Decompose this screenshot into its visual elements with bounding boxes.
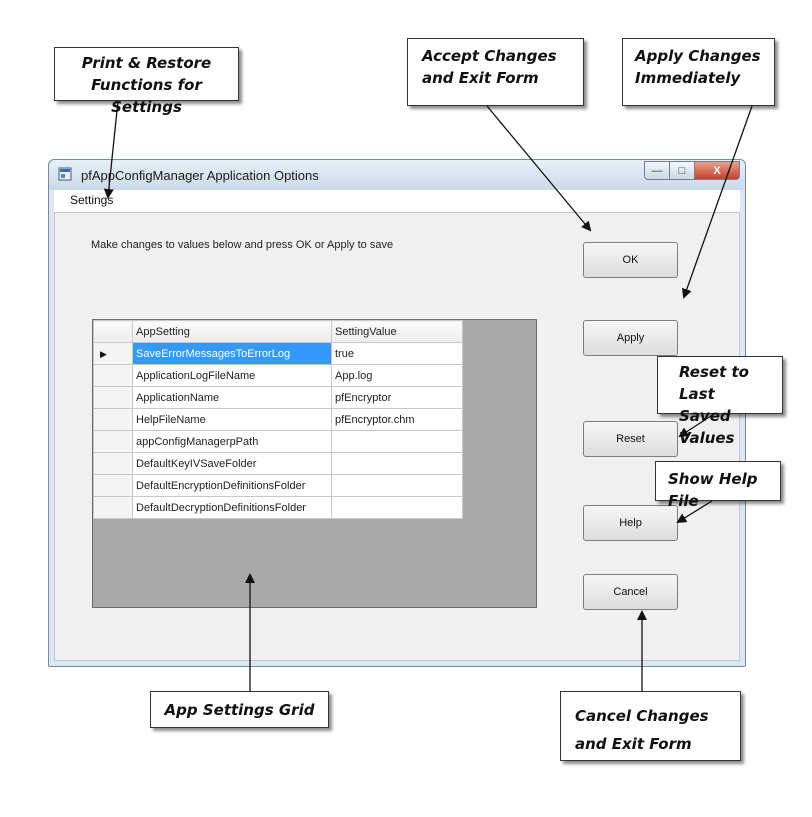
table-row[interactable]: DefaultKeyIVSaveFolder — [93, 452, 463, 475]
grid-header-row: AppSetting SettingValue — [93, 320, 463, 343]
app-settings-grid[interactable]: AppSetting SettingValue ▶ SaveErrorMessa… — [92, 319, 537, 608]
app-icon — [58, 167, 72, 181]
ok-button[interactable]: OK — [583, 242, 678, 278]
menu-bar: Settings — [54, 190, 740, 212]
minimize-button[interactable]: — — [644, 161, 670, 180]
callout-reset: Reset to Last Saved Values — [657, 356, 783, 447]
apply-button[interactable]: Apply — [583, 320, 678, 356]
table-row[interactable]: ApplicationLogFileName App.log — [93, 364, 463, 387]
callout-accept-line2: and Exit Form — [422, 69, 539, 87]
row-header[interactable] — [93, 496, 133, 519]
cell-value[interactable] — [331, 430, 463, 453]
callout-apply-changes: Apply Changes Immediately — [622, 38, 775, 106]
table-row[interactable]: appConfigManagerpPath — [93, 430, 463, 453]
table-row[interactable]: ApplicationName pfEncryptor — [93, 386, 463, 409]
row-header[interactable] — [93, 386, 133, 409]
current-row-icon: ▶ — [100, 348, 107, 359]
table-row[interactable]: DefaultEncryptionDefinitionsFolder — [93, 474, 463, 497]
cell-setting[interactable]: ApplicationName — [132, 386, 332, 409]
callout-cancel-line2: and Exit Form — [575, 735, 692, 753]
row-header-corner — [93, 320, 133, 343]
table-row[interactable]: HelpFileName pfEncryptor.chm — [93, 408, 463, 431]
callout-accept-changes: Accept Changes and Exit Form — [407, 38, 584, 106]
row-header[interactable] — [93, 430, 133, 453]
cell-setting[interactable]: appConfigManagerpPath — [132, 430, 332, 453]
callout-apply-line1: Apply Changes — [635, 47, 761, 65]
window-controls: — □ X — [644, 161, 740, 181]
cell-setting[interactable]: ApplicationLogFileName — [132, 364, 332, 387]
cell-setting[interactable]: DefaultEncryptionDefinitionsFolder — [132, 474, 332, 497]
callout-accept-line1: Accept Changes — [422, 47, 557, 65]
window-title: pfAppConfigManager Application Options — [81, 168, 319, 183]
cell-value[interactable] — [331, 474, 463, 497]
cell-setting[interactable]: SaveErrorMessagesToErrorLog — [132, 342, 332, 365]
row-header[interactable] — [93, 408, 133, 431]
close-button[interactable]: X — [695, 161, 740, 180]
cell-value[interactable]: true — [331, 342, 463, 365]
cell-setting[interactable]: DefaultKeyIVSaveFolder — [132, 452, 332, 475]
close-icon: X — [713, 164, 721, 177]
callout-cancel: Cancel Changes and Exit Form — [560, 691, 741, 761]
table-row[interactable]: ▶ SaveErrorMessagesToErrorLog true — [93, 342, 463, 365]
table-row[interactable]: DefaultDecryptionDefinitionsFolder — [93, 496, 463, 519]
callout-apply-line2: Immediately — [635, 69, 741, 87]
cell-setting[interactable]: DefaultDecryptionDefinitionsFolder — [132, 496, 332, 519]
callout-grid-text: App Settings Grid — [164, 701, 315, 719]
cell-value[interactable]: pfEncryptor.chm — [331, 408, 463, 431]
callout-help-text: Show Help File — [668, 470, 758, 510]
help-button[interactable]: Help — [583, 505, 678, 541]
client-area: Make changes to values below and press O… — [54, 212, 740, 661]
callout-cancel-line1: Cancel Changes — [575, 707, 709, 725]
instructions-text: Make changes to values below and press O… — [91, 239, 394, 251]
row-header[interactable] — [93, 364, 133, 387]
cell-value[interactable]: pfEncryptor — [331, 386, 463, 409]
row-header[interactable] — [93, 474, 133, 497]
menu-settings[interactable]: Settings — [70, 193, 114, 207]
callout-reset-line1: Reset to Last — [679, 363, 749, 403]
cell-value[interactable] — [331, 496, 463, 519]
settings-table: AppSetting SettingValue ▶ SaveErrorMessa… — [93, 320, 463, 519]
cell-value[interactable] — [331, 452, 463, 475]
callout-help: Show Help File — [655, 461, 781, 510]
minimize-icon: — — [651, 164, 663, 177]
row-header[interactable]: ▶ — [93, 342, 133, 365]
row-header[interactable] — [93, 452, 133, 475]
cancel-button[interactable]: Cancel — [583, 574, 678, 610]
callout-print-restore-line2: Functions for Settings — [91, 76, 202, 116]
cell-setting[interactable]: HelpFileName — [132, 408, 332, 431]
options-window: pfAppConfigManager Application Options —… — [48, 159, 746, 667]
callout-print-restore: Print & Restore Functions for Settings — [54, 47, 239, 116]
callout-print-restore-line1: Print & Restore — [81, 54, 212, 72]
maximize-icon: □ — [678, 164, 686, 177]
maximize-button[interactable]: □ — [670, 161, 695, 180]
callout-reset-line2: Saved Values — [679, 407, 735, 447]
cell-value[interactable]: App.log — [331, 364, 463, 387]
reset-button[interactable]: Reset — [583, 421, 678, 457]
column-header-settingvalue[interactable]: SettingValue — [331, 320, 463, 343]
callout-grid: App Settings Grid — [150, 691, 329, 728]
title-bar[interactable]: pfAppConfigManager Application Options —… — [49, 160, 745, 190]
column-header-appsetting[interactable]: AppSetting — [132, 320, 332, 343]
